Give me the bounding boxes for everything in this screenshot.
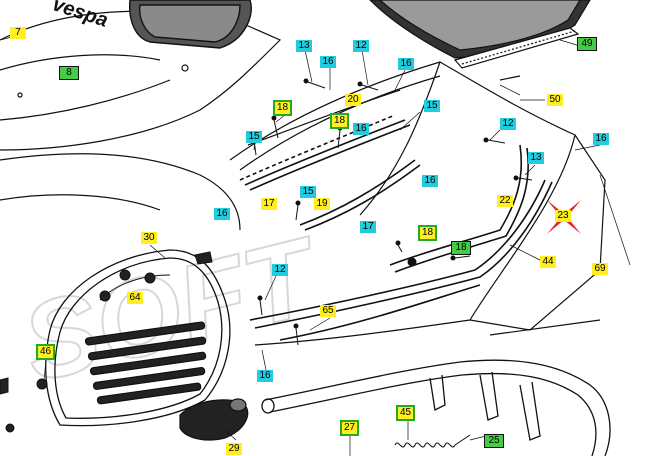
- callout-label: 27: [340, 420, 360, 436]
- callout-label: 12: [353, 40, 369, 52]
- callout-label: 8: [59, 66, 79, 80]
- callout-label: 17: [261, 198, 277, 210]
- callout-label: 16: [353, 123, 369, 135]
- svg-text:vespa: vespa: [50, 0, 111, 32]
- callout-label: 45: [396, 405, 416, 421]
- callout-label: 16: [593, 133, 609, 145]
- callout-label: 18: [418, 225, 438, 241]
- floor-mat: [369, 0, 591, 81]
- callout-label: 23: [555, 210, 571, 222]
- callout-label: 17: [360, 221, 376, 233]
- spring: [394, 434, 471, 448]
- callout-label: 65: [320, 305, 336, 317]
- callout-label: 49: [577, 37, 597, 51]
- callout-label: 50: [547, 94, 563, 106]
- callout-label: 69: [592, 263, 608, 275]
- callout-label: 15: [424, 100, 440, 112]
- frame-tube: [261, 359, 611, 456]
- callout-label: 44: [540, 256, 556, 268]
- callout-label: 29: [226, 443, 242, 455]
- seat-cushion: [128, 0, 252, 49]
- callout-label: 13: [528, 152, 544, 164]
- callout-label: 7: [10, 27, 26, 39]
- callout-label: 25: [484, 434, 504, 448]
- callout-label: 16: [422, 175, 438, 187]
- cowl-grille: [84, 321, 207, 405]
- callout-label: 18: [451, 241, 471, 255]
- callout-label: 18: [273, 100, 293, 116]
- callout-label: 18: [330, 113, 350, 129]
- callout-label: 16: [320, 56, 336, 68]
- callout-label: 16: [398, 58, 414, 70]
- callout-label: 30: [141, 232, 157, 244]
- leader-lines: [0, 34, 631, 456]
- callout-label: 22: [497, 195, 513, 207]
- callout-label: 13: [296, 40, 312, 52]
- callout-label: 19: [314, 198, 330, 210]
- callout-label: 12: [500, 118, 516, 130]
- callout-label: 15: [246, 131, 262, 143]
- cowl-fasteners: [0, 251, 213, 433]
- callout-label: 12: [272, 264, 288, 276]
- handle-grip: [179, 398, 249, 441]
- callout-label: 16: [257, 370, 273, 382]
- callout-label: 20: [345, 94, 361, 106]
- callout-label: 64: [127, 292, 143, 304]
- callout-label: 16: [214, 208, 230, 220]
- callout-label: 46: [36, 344, 56, 360]
- callout-label: 15: [300, 186, 316, 198]
